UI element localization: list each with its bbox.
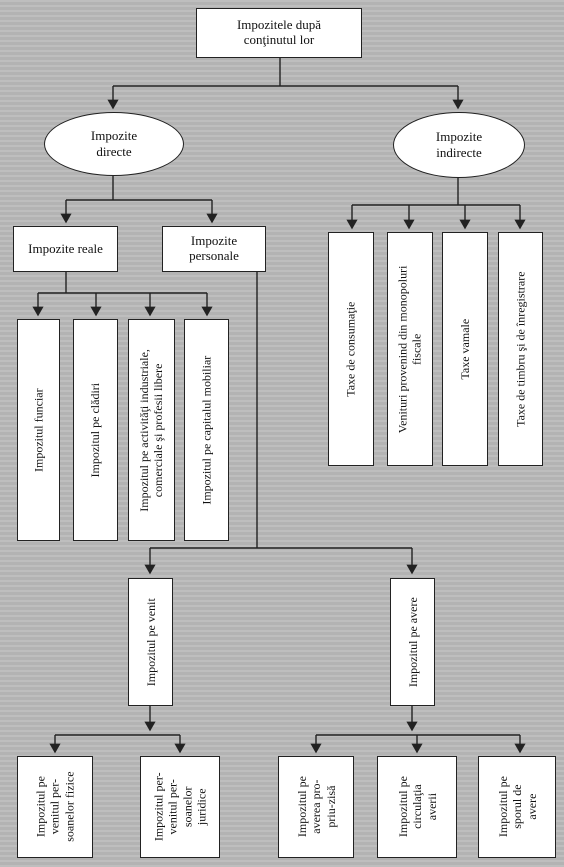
individual-income-tax-node: Impozitul pe venitul per- soanelor fizic…: [17, 756, 93, 858]
stamp-registration-taxes-node: Taxe de timbru şi de înregistrare: [498, 232, 543, 466]
consumption-taxes-node: Taxe de consumaţie: [328, 232, 374, 466]
wealth-tax-node: Impozitul pe avere: [390, 578, 435, 706]
income-tax-node: Impozitul pe venit: [128, 578, 173, 706]
corporate-income-tax-node: Impozitul per- venitul per- soanelor jur…: [140, 756, 220, 858]
customs-taxes-node: Taxe vamale: [442, 232, 488, 466]
wealth-increase-tax-node: Impozitul pe sporul de avere: [478, 756, 556, 858]
land-tax-node: Impozitul funciar: [17, 319, 60, 541]
industrial-activities-tax-node: Impozitul pe activităţi industriale, com…: [128, 319, 175, 541]
building-tax-node: Impozitul pe clădiri: [73, 319, 118, 541]
indirect-taxes-node: Impozite indirecte: [393, 112, 525, 178]
capital-tax-node: Impozitul pe capitalul mobiliar: [184, 319, 229, 541]
property-tax-node: Impozitul pe averea pro- priu-zisă: [278, 756, 354, 858]
real-taxes-node: Impozite reale: [13, 226, 118, 272]
root-node: Impozitele după conţinutul lor: [196, 8, 362, 58]
personal-taxes-node: Impozite personale: [162, 226, 266, 272]
wealth-circulation-tax-node: Impozitul pe circulaţia averii: [377, 756, 457, 858]
fiscal-monopolies-node: Venituri provenind din monopoluri fiscal…: [387, 232, 433, 466]
direct-taxes-node: Impozite directe: [44, 112, 184, 176]
